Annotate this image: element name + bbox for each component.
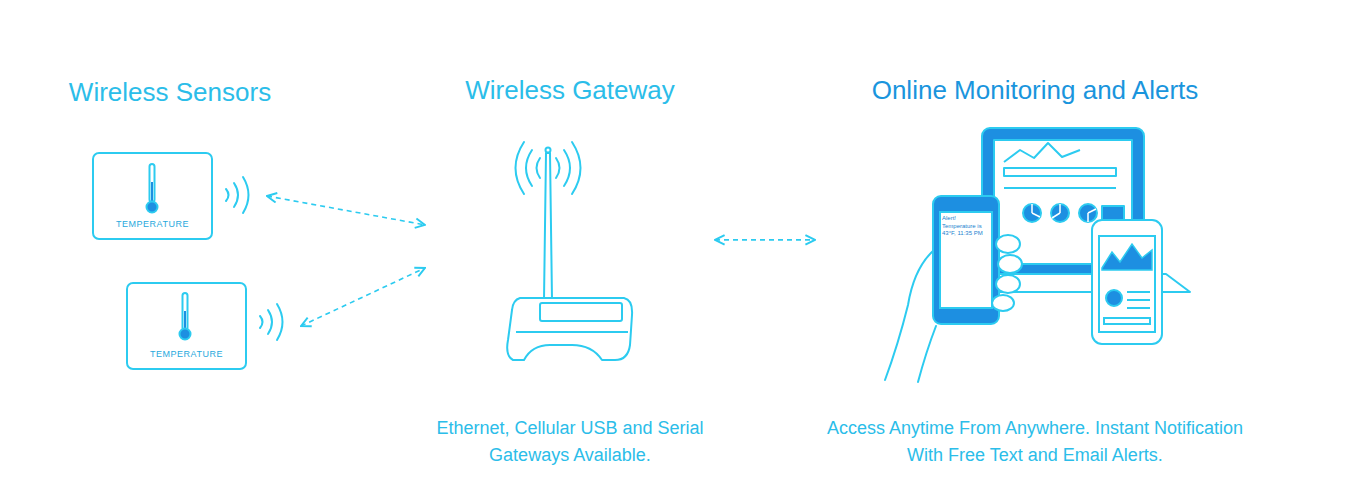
laptop <box>1004 168 1116 176</box>
fingers <box>992 295 1014 311</box>
laptop <box>1004 143 1080 162</box>
thermometer-icon <box>183 293 188 330</box>
section-caption: Ethernet, Cellular USB and Serial Gatewa… <box>435 415 705 469</box>
phone <box>1104 318 1150 324</box>
laptop <box>1032 204 1096 222</box>
thermometer-icon <box>180 329 191 340</box>
phone <box>1092 220 1162 344</box>
section-heading: Online Monitoring and Alerts <box>872 74 1199 106</box>
radio-waves <box>234 183 238 207</box>
laptop <box>1004 187 1116 189</box>
fingers <box>992 235 1022 311</box>
fingers <box>996 275 1020 293</box>
gateway-panel: Wireless GatewayEthernet, Cellular USB a… <box>425 74 715 469</box>
radio-waves <box>268 310 272 334</box>
label-slot: Wireless Sensors <box>69 76 271 108</box>
gateway-router <box>507 148 632 361</box>
phone <box>940 212 992 308</box>
radio-waves <box>260 304 283 340</box>
dashed-connector <box>267 196 425 225</box>
gateway-router <box>544 153 552 300</box>
radio-waves <box>564 150 570 186</box>
thermometer-icon <box>147 164 158 213</box>
hand <box>885 250 936 382</box>
gateway-router <box>507 298 632 360</box>
dashed-connector <box>715 239 815 241</box>
radio-waves <box>243 177 249 213</box>
gateway-router <box>516 331 628 333</box>
thermometer-icon <box>151 182 153 202</box>
alert-text: Alert! Temperature is 43°F, 11:35 PM <box>942 215 990 238</box>
radio-waves <box>537 158 541 178</box>
fingers <box>996 235 1020 253</box>
hand <box>885 250 934 380</box>
phone <box>1127 299 1150 301</box>
radio-waves <box>516 142 525 194</box>
phone <box>1127 291 1150 293</box>
phone <box>933 196 999 324</box>
thermometer-icon <box>150 164 155 202</box>
label-slot: Alert! Temperature is 43°F, 11:35 PM <box>942 215 990 238</box>
sensor-outline <box>93 153 212 239</box>
gateway-router <box>546 148 551 153</box>
radio-waves <box>516 142 581 194</box>
section-heading: Wireless Sensors <box>69 76 271 108</box>
sensor-label: TEMPERATURE <box>92 218 213 230</box>
radio-waves <box>277 304 283 340</box>
phone <box>1102 244 1152 270</box>
gateway-router <box>540 303 622 321</box>
phone <box>1092 220 1162 344</box>
laptop <box>1102 206 1124 220</box>
radio-waves <box>226 177 249 213</box>
monitoring-panel: Online Monitoring and AlertsAccess Anyti… <box>815 74 1255 469</box>
sensor-outline <box>127 283 246 369</box>
radio-waves <box>526 150 532 186</box>
radio-waves <box>572 142 581 194</box>
thermometer-icon <box>184 311 186 330</box>
radio-waves <box>556 158 560 178</box>
dashed-connector <box>301 268 425 326</box>
thermometer-icon <box>147 202 158 213</box>
sensor-box: TEMPERATURE <box>92 152 267 240</box>
phone <box>1099 236 1155 332</box>
phone <box>1127 307 1150 309</box>
hand <box>918 326 936 382</box>
fingers <box>998 255 1022 273</box>
phone <box>1106 290 1122 306</box>
thermometer-icon <box>180 293 191 340</box>
sensor-box: TEMPERATURE <box>126 282 301 370</box>
radio-waves <box>226 189 229 201</box>
section-heading: Wireless Gateway <box>465 74 675 106</box>
section-caption: Access Anytime From Anywhere. Instant No… <box>825 415 1245 469</box>
phone <box>933 196 999 324</box>
sensor-label: TEMPERATURE <box>126 348 247 360</box>
radio-waves <box>260 316 263 328</box>
